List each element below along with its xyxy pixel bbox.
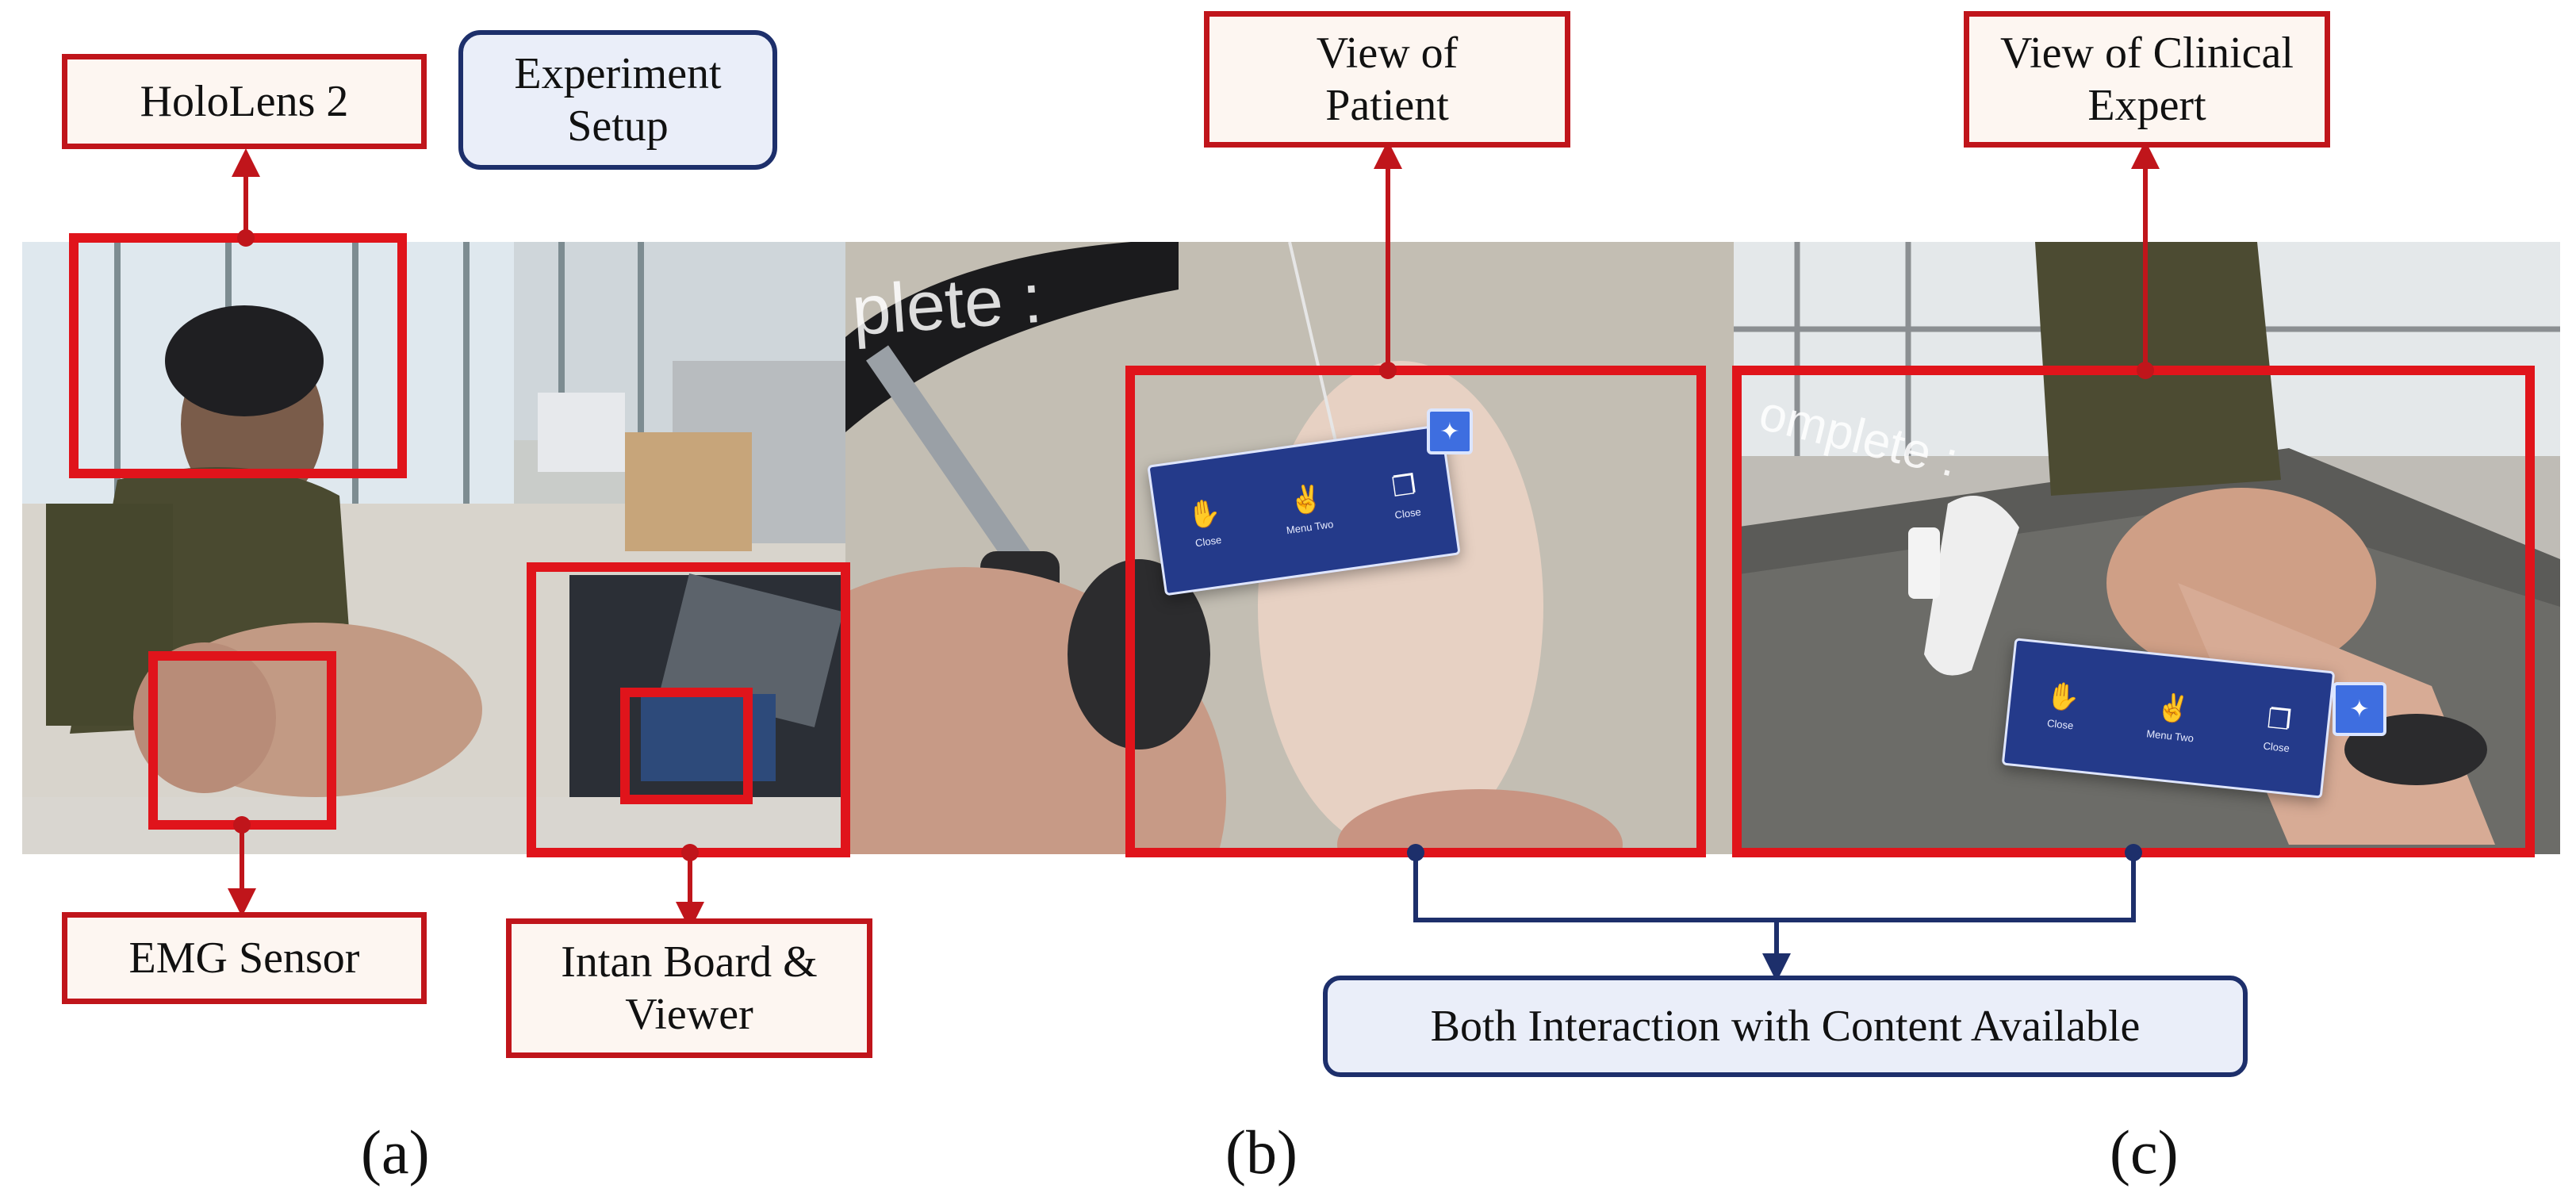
pin-icon: ✦ (1439, 418, 1460, 445)
experiment-setup-scene (22, 242, 845, 854)
menu-item-1[interactable]: ✋ Close (1186, 496, 1225, 549)
panel-label-c: (c) (2110, 1118, 2179, 1187)
hand-icon: ✌ (2154, 692, 2191, 726)
menu-item-1[interactable]: ✋ Close (2043, 680, 2082, 732)
menu-item-2-label: Menu Two (1285, 517, 1335, 536)
hand-icon: ✌ (1287, 482, 1325, 517)
photo-experiment-setup (22, 242, 845, 854)
connector-both-interaction (1413, 853, 2136, 982)
panel-label-a: (a) (361, 1118, 430, 1187)
menu-item-1-label: Close (1194, 533, 1223, 549)
label-hololens: HoloLens 2 (62, 54, 427, 149)
panel-label-b: (b) (1225, 1118, 1298, 1187)
cube-icon: ❐ (1390, 469, 1418, 503)
label-view-patient: View of Patient (1204, 11, 1570, 148)
label-view-expert: View of Clinical Expert (1964, 11, 2330, 148)
label-both-interaction: Both Interaction with Content Available (1323, 976, 2248, 1077)
menu-item-1-label: Close (2046, 717, 2075, 732)
label-intan-board: Intan Board & Viewer (506, 918, 872, 1058)
holo-text-patient: plete : (849, 258, 1045, 351)
photo-view-of-patient: plete : ✋ Close ✌ Menu Two ❐ Close ✦ (845, 242, 1734, 854)
menu-item-2[interactable]: ✌ Menu Two (2145, 692, 2198, 745)
menu-item-2-label: Menu Two (2145, 727, 2195, 745)
menu-item-3-label: Close (1393, 505, 1422, 521)
cube-icon: ❐ (2265, 704, 2293, 737)
hand-cube-icon: ✋ (1186, 496, 1224, 531)
pin-button-expert[interactable]: ✦ (2333, 682, 2386, 736)
menu-item-2[interactable]: ✌ Menu Two (1281, 482, 1335, 536)
menu-item-3-label: Close (2262, 739, 2290, 755)
pin-button-patient[interactable]: ✦ (1427, 408, 1473, 454)
photo-view-of-clinical-expert: omplete : ✋ Close ✌ Menu Two ❐ Close ✦ (1734, 242, 2560, 854)
pin-icon: ✦ (2349, 696, 2370, 723)
menu-item-3[interactable]: ❐ Close (2262, 704, 2294, 755)
menu-item-3[interactable]: ❐ Close (1389, 469, 1422, 521)
label-emg-sensor: EMG Sensor (62, 912, 427, 1004)
label-experiment-setup: Experiment Setup (458, 30, 777, 170)
hand-cube-icon: ✋ (2045, 680, 2082, 715)
